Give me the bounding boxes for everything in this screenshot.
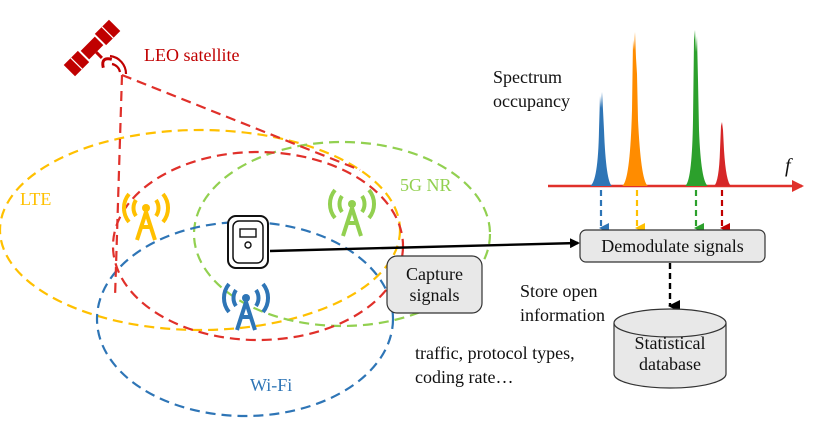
leo-beam-right xyxy=(121,73,361,172)
cell-tower-icon xyxy=(221,282,271,331)
capture-signals-line2: signals xyxy=(409,284,460,305)
demodulate-signals-text: Demodulate signals xyxy=(601,235,744,256)
store-info-line2: information xyxy=(520,305,605,325)
statistical-database xyxy=(613,308,727,389)
spectrum-title-line2: occupancy xyxy=(493,91,570,111)
nr5g-coverage xyxy=(192,140,492,328)
traffic-info-line1: traffic, protocol types, xyxy=(415,343,575,363)
leo-coverage xyxy=(111,150,405,342)
database-text: Statistical database xyxy=(614,330,726,378)
database-line1: Statistical xyxy=(634,333,706,353)
frequency-axis-label: f xyxy=(785,155,791,177)
spectrum-peak-red xyxy=(714,122,731,186)
nr-5g-label: 5G NR xyxy=(400,175,452,195)
spectrum-title-line1: Spectrum xyxy=(493,67,562,87)
capture-signals-box xyxy=(386,255,483,314)
leo-beam-left xyxy=(113,74,124,299)
spectrum-peak-orange xyxy=(622,32,648,186)
database-line2: database xyxy=(639,354,701,374)
traffic-info-line2: coding rate… xyxy=(415,367,514,387)
spectrum-peak-green xyxy=(685,30,708,186)
cell-tower-icon xyxy=(327,188,377,237)
demodulate-signals-box xyxy=(579,229,766,263)
cell-tower-icon xyxy=(121,192,171,241)
store-info-line1: Store open xyxy=(520,281,598,301)
capture-signals-text: Capture signals xyxy=(387,256,482,313)
lte-label: LTE xyxy=(20,189,52,209)
wifi-label: Wi-Fi xyxy=(250,375,293,395)
satellite-icon xyxy=(63,19,121,77)
device-to-demodulate-arrow xyxy=(269,238,580,253)
capture-signals-line1: Capture xyxy=(406,263,463,284)
leo-satellite-label: LEO satellite xyxy=(144,45,240,65)
lte-coverage xyxy=(0,128,402,332)
receiver-device-icon xyxy=(227,215,269,269)
spectrum-peak-blue xyxy=(590,92,612,186)
